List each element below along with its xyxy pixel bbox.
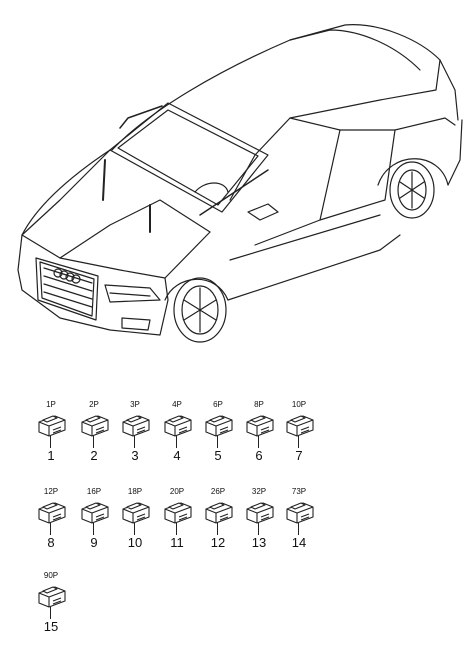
leader-line xyxy=(134,436,135,448)
connector-number: 6 xyxy=(255,448,263,463)
connector-number: 12 xyxy=(210,535,226,550)
connector-number: 2 xyxy=(90,448,98,463)
leader-line xyxy=(93,523,94,535)
connector-pin-label: 26P xyxy=(210,487,226,496)
connector-pin-label: 1P xyxy=(46,400,56,409)
connector-pin-label: 6P xyxy=(213,400,223,409)
connector-pin-label: 3P xyxy=(130,400,140,409)
connector-plug-icon xyxy=(164,415,192,437)
connector-plug-icon xyxy=(246,415,274,437)
connector-plug-icon xyxy=(81,415,109,437)
leader-line xyxy=(176,436,177,448)
leader-line xyxy=(258,523,259,535)
connector-number: 8 xyxy=(47,535,55,550)
sedan-line-drawing xyxy=(17,24,463,343)
connector-plug-icon xyxy=(246,502,274,524)
leader-line xyxy=(176,523,177,535)
connector-plug-icon xyxy=(38,586,66,608)
connector-pin-label: 73P xyxy=(291,487,307,496)
connector-plug-icon xyxy=(205,415,233,437)
connector-pin-label: 16P xyxy=(86,487,102,496)
connector-item: 16P 9 xyxy=(74,487,114,567)
connector-number: 9 xyxy=(90,535,98,550)
connector-number: 7 xyxy=(295,448,303,463)
connector-item: 4P 4 xyxy=(157,400,197,480)
connector-plug-icon xyxy=(286,502,314,524)
connector-plug-icon xyxy=(286,415,314,437)
connector-item: 90P 15 xyxy=(31,571,71,651)
leader-line xyxy=(258,436,259,448)
connector-plug-icon xyxy=(122,502,150,524)
connector-item: 10P 7 xyxy=(279,400,319,480)
connector-number: 11 xyxy=(170,535,184,550)
connector-item: 3P 3 xyxy=(115,400,155,480)
leader-line xyxy=(298,436,299,448)
connector-item: 18P 10 xyxy=(115,487,155,567)
connector-item: 1P 1 xyxy=(31,400,71,480)
connector-pin-label: 10P xyxy=(291,400,307,409)
connector-plug-icon xyxy=(81,502,109,524)
connector-number: 10 xyxy=(127,535,143,550)
connector-item: 20P 11 xyxy=(157,487,197,567)
leader-line xyxy=(217,436,218,448)
leader-line xyxy=(50,523,51,535)
leader-line xyxy=(50,436,51,448)
connector-plug-icon xyxy=(205,502,233,524)
connector-item: 26P 12 xyxy=(198,487,238,567)
leader-line xyxy=(93,436,94,448)
connector-item: 73P 14 xyxy=(279,487,319,567)
connector-plug-icon xyxy=(38,415,66,437)
connector-item: 32P 13 xyxy=(239,487,279,567)
connector-pin-label: 2P xyxy=(89,400,99,409)
connector-number: 5 xyxy=(214,448,222,463)
connector-number: 14 xyxy=(291,535,307,550)
connector-pin-label: 4P xyxy=(172,400,182,409)
leader-line xyxy=(298,523,299,535)
connector-plug-icon xyxy=(164,502,192,524)
connector-pin-label: 12P xyxy=(43,487,59,496)
connector-plug-icon xyxy=(122,415,150,437)
connector-item: 2P 2 xyxy=(74,400,114,480)
connector-number: 1 xyxy=(47,448,55,463)
connector-pin-label: 90P xyxy=(43,571,59,580)
connector-number: 13 xyxy=(251,535,267,550)
connector-plug-icon xyxy=(38,502,66,524)
connector-number: 15 xyxy=(43,619,59,634)
leader-line xyxy=(217,523,218,535)
connector-pin-label: 8P xyxy=(254,400,264,409)
connector-pin-label: 32P xyxy=(251,487,267,496)
connector-item: 6P 5 xyxy=(198,400,238,480)
connector-item: 8P 6 xyxy=(239,400,279,480)
leader-line xyxy=(134,523,135,535)
connector-number: 4 xyxy=(173,448,181,463)
connector-item: 12P 8 xyxy=(31,487,71,567)
connector-number: 3 xyxy=(131,448,139,463)
leader-line xyxy=(50,607,51,619)
connector-pin-label: 20P xyxy=(169,487,185,496)
connector-pin-label: 18P xyxy=(127,487,143,496)
